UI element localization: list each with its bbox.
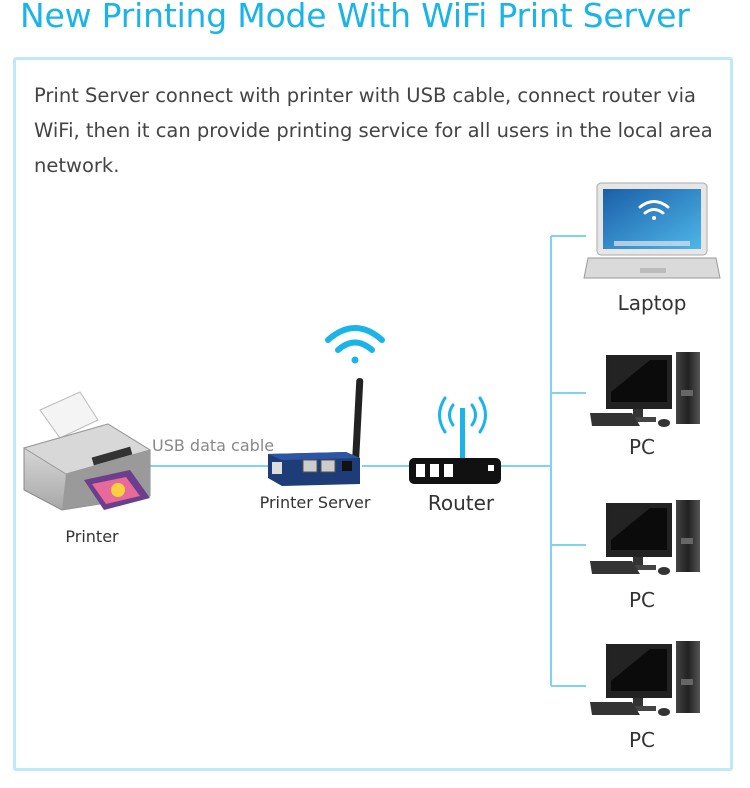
pc-label-2: PC [628,588,656,612]
pc-icon-2 [590,500,700,575]
description-text: Print Server connect with printer with U… [34,84,713,177]
connection-lines [150,235,586,687]
printer-label: Printer [65,527,119,546]
laptop-label: Laptop [617,291,687,315]
printer-server-label: Printer Server [259,493,371,512]
laptop-icon [583,182,721,279]
usb-cable-label: USB data cable [152,436,275,455]
diagram-frame [13,57,733,771]
router-icon [409,396,501,484]
printer-icon [22,391,152,511]
pc-icon-1 [590,352,700,427]
pc-label-3: PC [628,728,656,752]
pc-label-1: PC [628,435,656,459]
router-label: Router [427,491,495,515]
pc-icon-3 [590,641,700,716]
page-title: New Printing Mode With WiFi Print Server [20,0,690,35]
server-wifi-icon [325,325,385,364]
printer-server-icon [268,378,364,486]
